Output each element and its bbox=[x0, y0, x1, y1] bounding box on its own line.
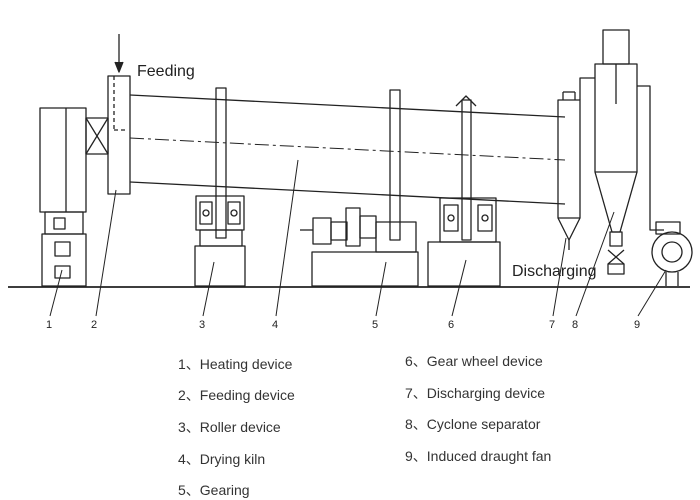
callout-numbers: 1 2 3 4 5 6 7 8 9 bbox=[46, 319, 640, 331]
feeding-device bbox=[107, 34, 131, 195]
discharging-device bbox=[557, 91, 581, 250]
drying-kiln bbox=[129, 94, 566, 205]
cyclone-separator bbox=[579, 29, 638, 275]
callout-6: 6 bbox=[448, 319, 454, 331]
heating-device bbox=[39, 107, 109, 287]
gear-wheel-device bbox=[427, 95, 501, 287]
gearing bbox=[300, 89, 419, 287]
discharging-label: Discharging bbox=[512, 263, 596, 280]
callout-2: 2 bbox=[91, 319, 97, 331]
leader-lines bbox=[49, 159, 667, 317]
callout-7: 7 bbox=[549, 319, 555, 331]
callout-3: 3 bbox=[199, 319, 205, 331]
roller-device bbox=[194, 87, 246, 287]
feeding-label: Feeding bbox=[137, 63, 195, 80]
callout-4: 4 bbox=[272, 319, 278, 331]
callout-5: 5 bbox=[372, 319, 378, 331]
induced-draught-fan bbox=[637, 85, 693, 286]
callout-1: 1 bbox=[46, 319, 52, 331]
callout-8: 8 bbox=[572, 319, 578, 331]
callout-9: 9 bbox=[634, 319, 640, 331]
